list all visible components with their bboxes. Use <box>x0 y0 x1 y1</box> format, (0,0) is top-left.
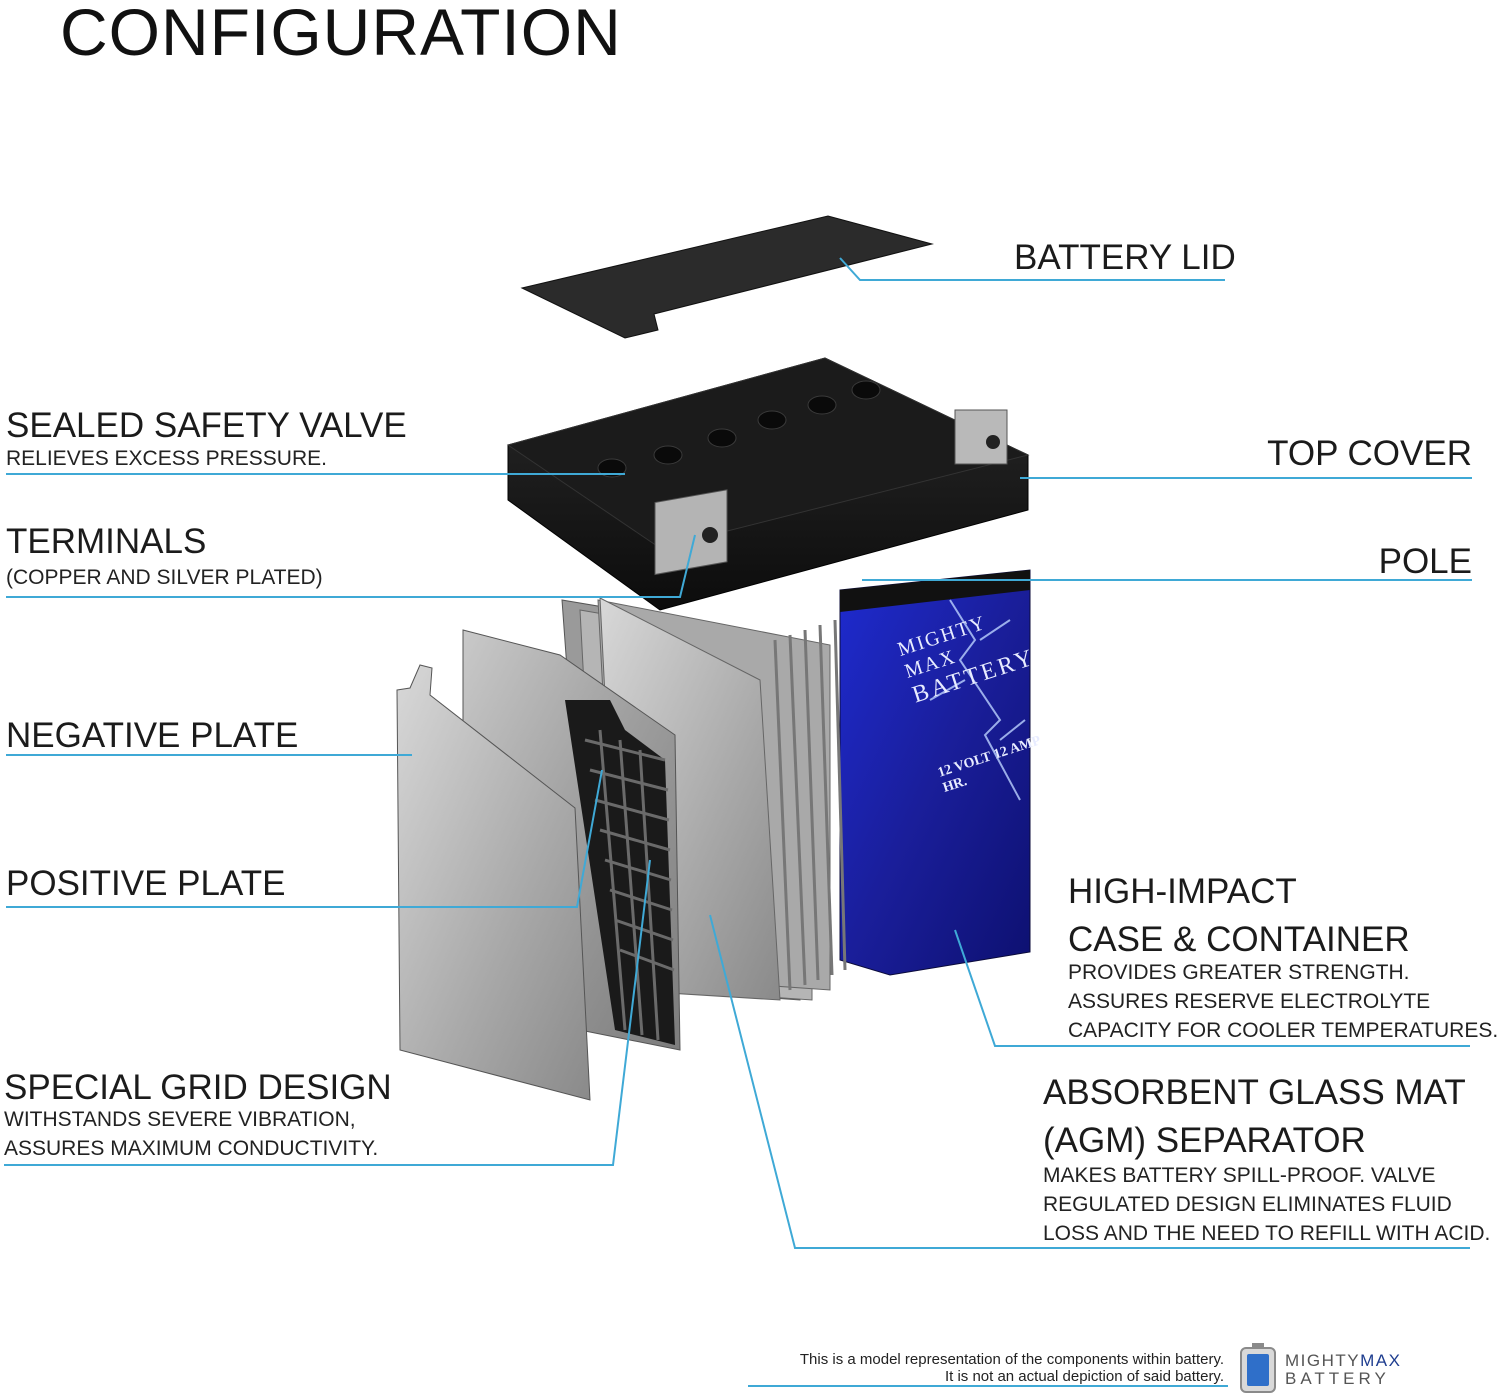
label-agm-line1: ABSORBENT GLASS MAT <box>1043 1073 1466 1112</box>
label-top-cover: TOP COVER <box>1267 434 1472 473</box>
top-cover-shape <box>506 357 1030 611</box>
sub-grid-1: WITHSTANDS SEVERE VIBRATION, <box>4 1108 356 1131</box>
label-negative-plate: NEGATIVE PLATE <box>6 716 299 755</box>
sub-case-1: PROVIDES GREATER STRENGTH. <box>1068 961 1410 984</box>
battery-lid-shape <box>520 215 934 339</box>
sub-sealed-safety-valve: RELIEVES EXCESS PRESSURE. <box>6 447 327 470</box>
label-terminals: TERMINALS <box>6 522 207 561</box>
label-case-line1: HIGH-IMPACT <box>1068 872 1297 911</box>
sub-case-3: CAPACITY FOR COOLER TEMPERATURES. <box>1068 1019 1498 1042</box>
disclaimer-line2: It is not an actual depiction of said ba… <box>944 1368 1224 1385</box>
battery-logo-icon <box>1238 1343 1278 1393</box>
sub-grid-2: ASSURES MAXIMUM CONDUCTIVITY. <box>4 1137 379 1160</box>
negative-plate-shape <box>396 664 591 1101</box>
sub-agm-3: LOSS AND THE NEED TO REFILL WITH ACID. <box>1043 1222 1491 1245</box>
lightning-graphic <box>929 599 1026 801</box>
sub-agm-2: REGULATED DESIGN ELIMINATES FLUID <box>1043 1193 1452 1216</box>
label-pole: POLE <box>1378 542 1472 581</box>
label-agm-line2: (AGM) SEPARATOR <box>1043 1121 1366 1160</box>
sub-terminals: (COPPER AND SILVER PLATED) <box>6 566 323 589</box>
disclaimer-line1: This is a model representation of the co… <box>799 1351 1224 1368</box>
sub-agm-1: MAKES BATTERY SPILL-PROOF. VALVE <box>1043 1164 1436 1187</box>
page-title: CONFIGURATION <box>60 0 622 69</box>
brand-logo-line2: BATTERY <box>1285 1369 1390 1388</box>
leader-lines <box>4 257 1472 1387</box>
case-container-shape <box>839 569 1031 976</box>
label-case-line2: CASE & CONTAINER <box>1068 920 1410 959</box>
label-sealed-safety-valve: SEALED SAFETY VALVE <box>6 406 407 445</box>
label-positive-plate: POSITIVE PLATE <box>6 864 286 903</box>
sub-case-2: ASSURES RESERVE ELECTROLYTE <box>1068 990 1431 1013</box>
label-special-grid-design: SPECIAL GRID DESIGN <box>4 1068 392 1107</box>
label-battery-lid: BATTERY LID <box>1014 238 1236 277</box>
brand-logo-line1: MIGHTYMAX <box>1285 1351 1402 1370</box>
